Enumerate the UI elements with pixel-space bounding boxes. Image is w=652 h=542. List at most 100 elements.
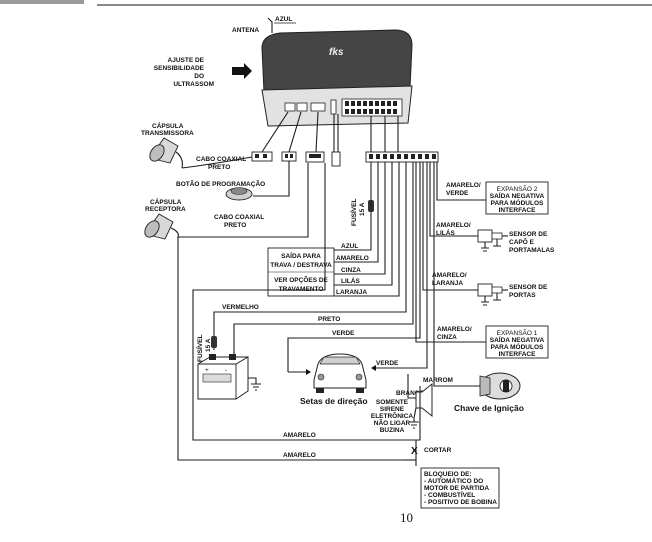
door-wire-label-1: AMARELO/ [432,272,467,279]
program-button-plug [281,151,297,162]
exp2-box-line-3: PARA MÓDULOS [491,198,544,207]
exp1-wire-label-1: AMARELO/ [437,326,472,333]
block-line-5: - POSITIVO DE BOBINA [424,499,497,506]
socket-button [296,102,308,112]
hood-sensor-label-3: PORTAMALAS [509,247,555,254]
ignition-label: Chave de Ignição [454,403,524,413]
harness-fuse: FUSÍVEL 15 A [349,199,374,226]
siren-note-2: SIRENE [380,406,405,413]
exp1-box-line-4: INTERFACE [499,351,537,358]
socket-coax-2 [310,102,326,112]
hood-sensor: AMARELO/ LILÁS SENSOR DE CAPÔ E PORTAMAL… [429,162,555,254]
cut-mark: X [411,446,418,457]
sensitivity-line-3: DO [194,73,204,80]
antenna-wire-label: AZUL [275,16,292,23]
receiver-face [144,220,160,238]
module-brand: fks [329,47,344,58]
program-button-label: BOTÃO DE PROGRAMAÇÃO [176,179,265,188]
header-accent-bar [0,0,84,4]
battery-fuse-body [211,336,217,348]
harness-plug [365,151,439,163]
battery: FUSÍVEL 15 A + - [195,335,261,400]
wire-preto-label: PRETO [318,316,340,323]
transmitter-face [149,144,165,162]
page-number: 10 [400,510,413,525]
exp2-box-line-2: SAÍDA NEGATIVA [490,191,545,200]
antenna: AZUL ANTENA [232,16,296,34]
arrows-wire-label: VERDE [376,360,399,367]
coax2-label-1: CABO COAXIAL [214,214,264,221]
exp2-wire-label-2: VERDE [446,190,469,197]
antenna-label: ANTENA [232,27,259,34]
lock-wire-cinza: CINZA [341,267,361,274]
expansion-2: AMARELO/ VERDE EXPANSÃO 2 SAÍDA NEGATIVA… [436,162,549,215]
sensitivity-adjust: AJUSTE DE SENSIBILIDADE DO ULTRASSOM [154,57,252,88]
siren-note-1: SOMENTE [376,399,409,406]
block-line-4: - COMBUSTÍVEL [424,490,475,499]
coax-cable-1: CABO COAXIAL PRETO [181,111,289,171]
lock-wire-amarelo: AMARELO [336,255,369,262]
lock-box-line-2: TRAVA / DESTRAVA [270,262,332,269]
socket-main-pins [345,101,397,114]
transmitter-label-2: TRANSMISSORA [141,130,194,137]
sensitivity-line-4: ULTRASSOM [173,81,214,88]
door-sensor-label-1: SENSOR DE [509,284,548,291]
block-line-3: MOTOR DE PARTIDA [424,485,489,492]
harness-connector [365,116,439,163]
siren-note-3: ELETRÔNICA [371,411,414,420]
program-button: BOTÃO DE PROGRAMAÇÃO [176,111,302,201]
exp1-box-line-1: EXPANSÃO 1 [497,328,538,337]
transmitter-capsule: CÁPSULA TRANSMISSORA [141,121,194,169]
hood-sensor-label-1: SENSOR DE [509,231,548,238]
siren-body [415,382,433,418]
block-line-2: - AUTOMÁTICO DO [424,476,483,485]
lock-output-box: SAÍDA PARA TRAVA / DESTRAVA VER OPÇÕES D… [267,247,335,297]
exp1-box-line-3: PARA MÓDULOS [491,342,544,351]
door-sensor: AMARELO/ LARANJA SENSOR DE PORTAS [422,162,548,306]
fuse-battery-label-1: FUSÍVEL [195,335,204,362]
bottom-wire-2-label: AMARELO [283,452,316,459]
lock-wires: AZUL AMARELO CINZA LILÁS LARANJA [334,162,400,297]
bottom-wire-1-label: AMARELO [283,432,316,439]
lock-wire-laranja: LARANJA [336,289,367,296]
wire-vermelho-label: VERMELHO [222,304,259,311]
exp1-box-line-2: SAÍDA NEGATIVA [490,335,545,344]
exp2-box-line-1: EXPANSÃO 2 [497,184,538,193]
turn-signals: VERDE Setas de direção [288,162,428,406]
exp2-box-line-4: INTERFACE [499,207,537,214]
sensitivity-arrow [232,63,252,79]
receiver-label-2: RECEPTORA [145,206,186,213]
fuse-battery-label-2: 15 A [205,338,212,352]
fuse-lead [331,114,341,167]
siren-wire-label: BRANCO [396,390,425,397]
coax1-label-1: CABO COAXIAL [196,156,246,163]
svg-text:-: - [225,367,227,374]
arrows-label: Setas de direção [300,396,368,406]
fuse-top-label-1: FUSÍVEL [349,199,358,226]
bottom-wires: AMARELO AMARELO X CORTAR [177,163,452,466]
lock-wire-lilas: LILÁS [341,276,360,285]
ignition: MARROM Chave de Ignição [423,162,524,413]
door-sensor-label-2: PORTAS [509,292,536,299]
lock-box-line-3: VER OPÇÕES DE [274,275,328,284]
lock-box-line-1: SAÍDA PARA [281,251,321,260]
block-box: BLOQUEIO DE: - AUTOMÁTICO DO MOTOR DE PA… [420,467,500,509]
sensitivity-line-1: AJUSTE DE [168,57,205,64]
cut-label: CORTAR [424,447,452,454]
header-rule [0,0,652,6]
ignition-wire-label: MARROM [423,377,453,384]
wire-verde-label: VERDE [332,330,355,337]
expansion-1: AMARELO/ CINZA EXPANSÃO 1 SAÍDA NEGATIVA… [415,162,549,359]
exp1-wire-label-2: CINZA [437,334,457,341]
receiver-capsule: CÁPSULA RECEPTORA [144,163,309,240]
fuse-top-label-2: 15 A [359,202,366,216]
battery-wires: VERMELHO PRETO VERDE [213,162,421,372]
transmitter-label-1: CÁPSULA [152,121,184,130]
door-wire-label-2: LARANJA [432,280,463,287]
svg-text:+: + [205,367,209,374]
lock-wire-azul: AZUL [341,243,358,250]
exp2-wire-label-1: AMARELO/ [446,182,481,189]
hood-wire-label-1: AMARELO/ [436,222,471,229]
hood-sensor-label-2: CAPÔ E [509,237,535,246]
